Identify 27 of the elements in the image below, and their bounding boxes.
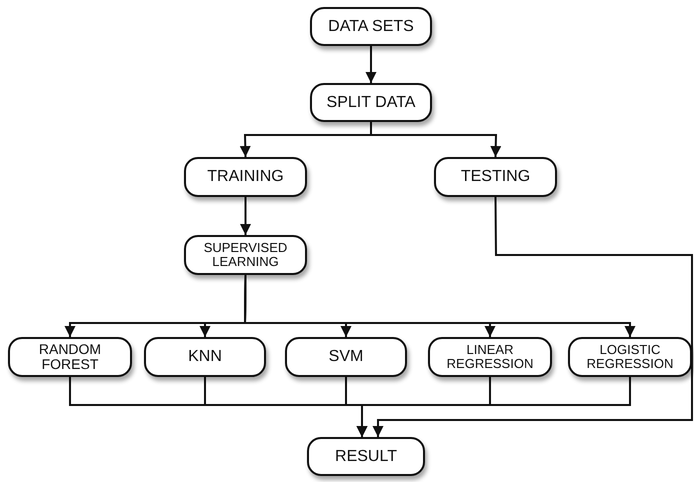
box-label: TRAINING	[206, 168, 285, 186]
process-box	[428, 337, 552, 377]
box-label: KNN	[187, 348, 223, 366]
arrow	[356, 377, 631, 437]
box-label: DATA SETS	[327, 18, 415, 36]
box-label: TESTING	[460, 168, 532, 186]
box-label: LINEAR REGRESSION	[446, 342, 534, 372]
box-label: SPLIT DATA	[326, 94, 416, 112]
box-label: LOGISTIC REGRESSION	[586, 342, 674, 372]
process-box	[184, 157, 307, 197]
box-label: RESULT	[334, 448, 398, 466]
arrow	[240, 197, 251, 235]
process-box	[184, 235, 307, 275]
process-box	[8, 337, 132, 377]
process-box	[568, 337, 692, 377]
box-label: RANDOM FOREST	[38, 342, 102, 372]
process-box	[310, 7, 432, 46]
box-label: SVM	[328, 348, 364, 366]
process-box	[285, 337, 407, 377]
box-label: SUPERVISED LEARNING	[202, 240, 288, 270]
arrow	[244, 274, 636, 337]
process-box	[307, 437, 425, 476]
arrow	[372, 197, 693, 437]
arrow	[366, 46, 376, 83]
process-box	[434, 157, 557, 197]
process-box	[310, 83, 432, 122]
process-box	[144, 337, 266, 377]
